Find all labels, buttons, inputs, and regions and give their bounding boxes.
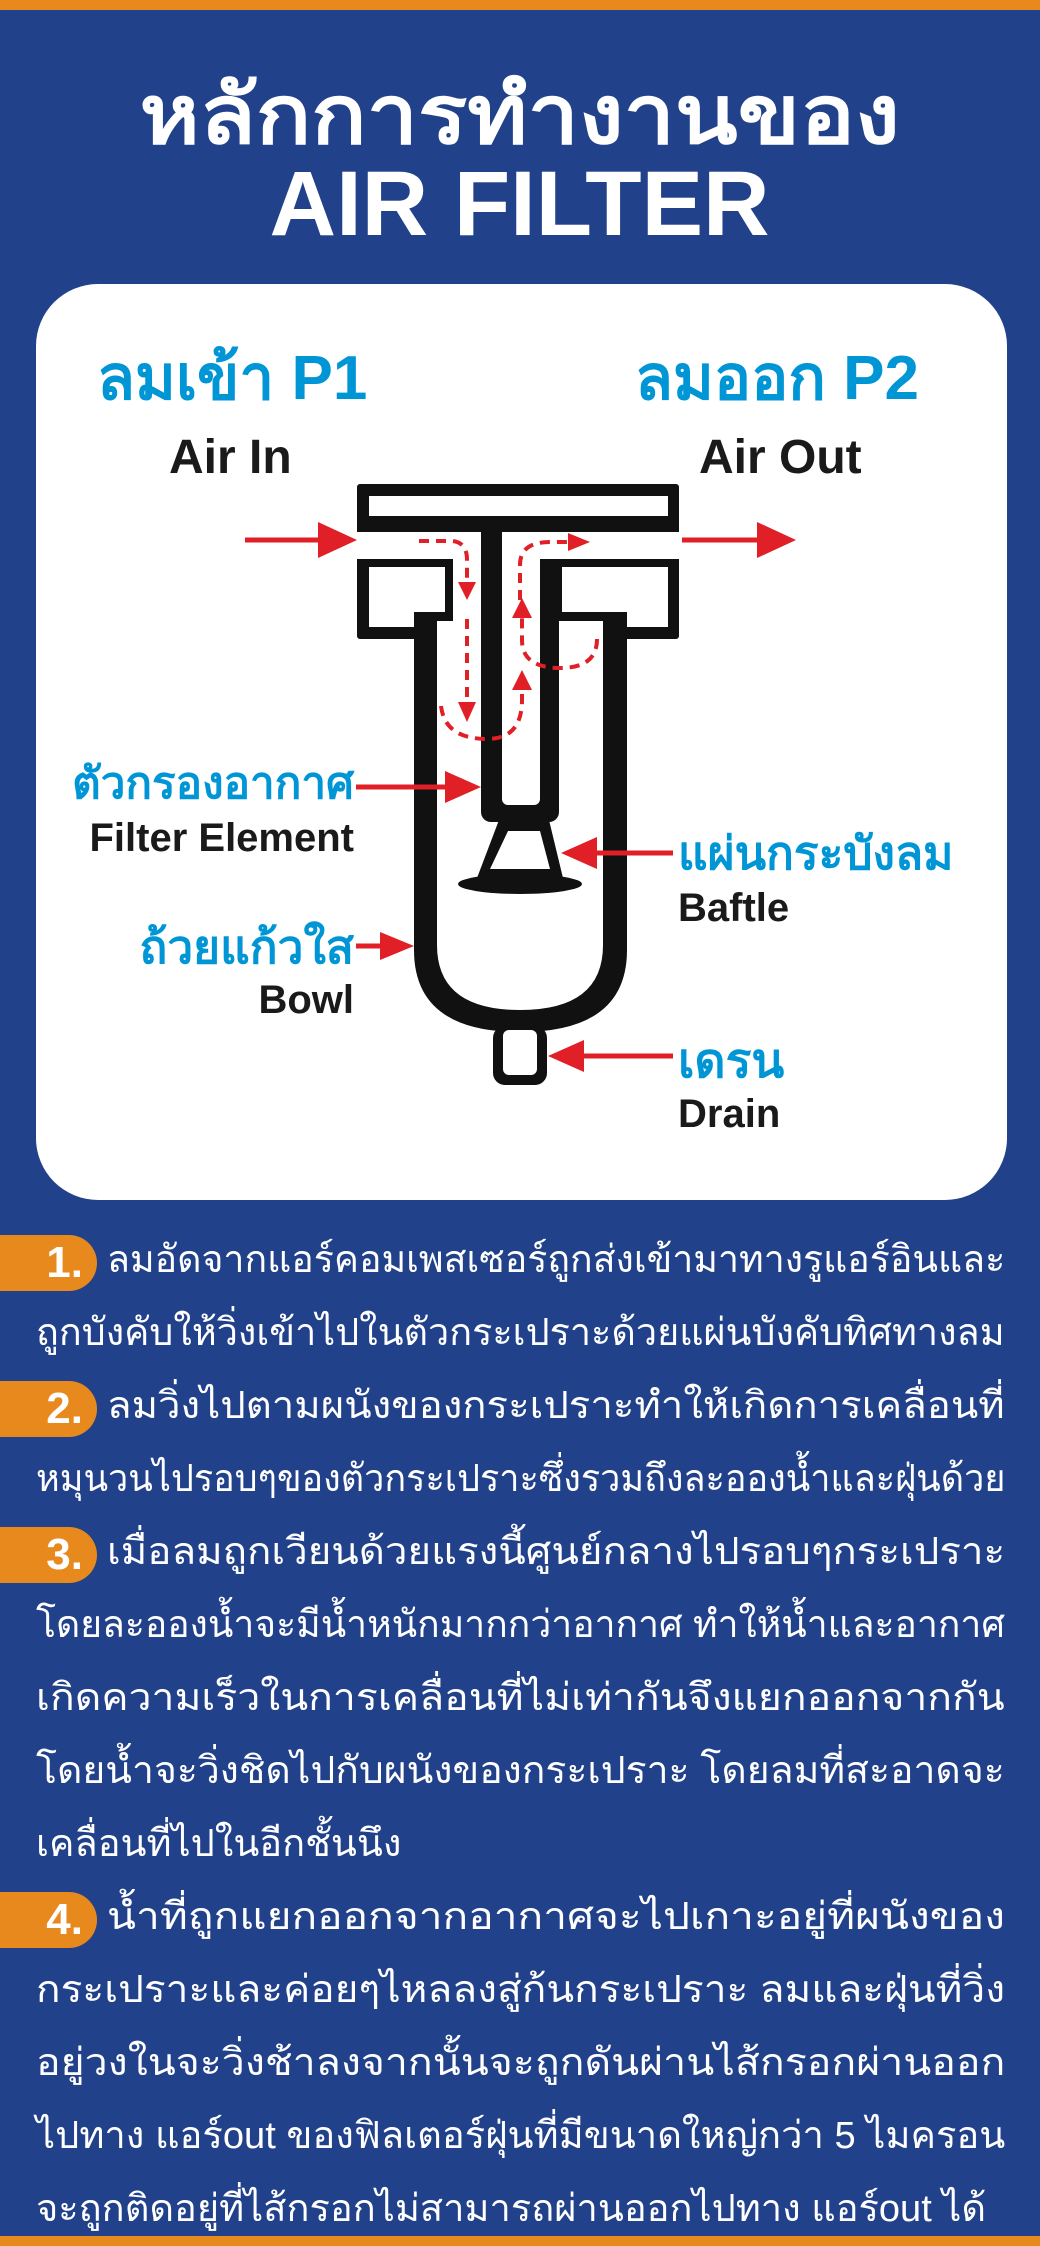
top-accent-bar: [0, 0, 1040, 10]
filter-element-label-th: ตัวกรองอากาศ: [72, 759, 354, 808]
drain-label-en: Drain: [678, 1092, 781, 1136]
step-number-badge: 3.: [0, 1527, 97, 1583]
step-text-line: ถูกบังคับให้วิ่งเข้าไปในตัวกระเปราะด้วยแ…: [36, 1312, 1005, 1354]
step-text-line: กระเปราะและค่อยๆไหลลงสู่ก้นกระเปราะ ลมแล…: [36, 1969, 1006, 2011]
step-text-line: ไปทาง แอร์out ของฟิลเตอร์ฝุ่นที่มีขนาดให…: [36, 2115, 1006, 2157]
drain-label-th: เดรน: [678, 1035, 785, 1088]
step-text-line: อยู่วงในจะวิ่งช้าลงจากนั้นจะถูกดันผ่านไส…: [36, 2042, 1006, 2084]
page-title-thai: หลักการทำงานของ: [139, 70, 901, 161]
step-text-line: ลมวิ่งไปตามผนังของกระเปราะทำให้เกิดการเค…: [107, 1385, 1005, 1427]
baffle-label-th: แผ่นกระบังลม: [678, 827, 954, 879]
step-text-line: เกิดความเร็วในการเคลื่อนที่ไม่เท่ากันจึง…: [36, 1677, 1005, 1719]
step-text-line: หมุนวนไปรอบๆของตัวกระเปราะซึ่งรวมถึงละออ…: [36, 1458, 1006, 1500]
step-text-line: จะถูกติดอยู่ที่ไส้กรอกไม่สามารถผ่านออกไป…: [36, 2188, 987, 2230]
step-text-line: โดยละอองน้ำจะมีน้ำหนักมากกว่าอากาศ ทำให้…: [36, 1604, 1006, 1646]
air-in-label-th: ลมเข้า P1: [97, 344, 368, 413]
step-number-badge: 1.: [0, 1235, 97, 1291]
step-text-line: โดยน้ำจะวิ่งชิดไปกับผนังของกระเปราะ โดยล…: [36, 1750, 1005, 1792]
step-text-line: ลมอัดจากแอร์คอมเพสเซอร์ถูกส่งเข้ามาทางรู…: [107, 1239, 1006, 1281]
step-text-line: เคลื่อนที่ไปในอีกชั้นนึง: [36, 1823, 402, 1865]
bottom-accent-bar: [0, 2236, 1040, 2246]
air-in-label-en: Air In: [169, 431, 292, 484]
step-text-line: เมื่อลมถูกเวียนด้วยแรงนี้ศูนย์กลางไปรอบๆ…: [107, 1531, 1006, 1573]
bowl-label-th: ถ้วยแก้วใส: [139, 921, 354, 973]
step-number-badge: 2.: [0, 1381, 97, 1437]
diagram-card: [36, 284, 1007, 1200]
baffle-label-en: Baftle: [678, 886, 790, 930]
step-number-badge: 4.: [0, 1892, 97, 1948]
step-text-line: น้ำที่ถูกแยกออกจากอากาศจะไปเกาะอยู่ที่ผน…: [107, 1896, 1005, 1938]
air-out-label-en: Air Out: [699, 431, 862, 484]
air-out-label-th: ลมออก P2: [635, 344, 919, 413]
filter-element-label-en: Filter Element: [89, 816, 354, 860]
bowl-label-en: Bowl: [258, 978, 354, 1022]
page-title-english: AIR FILTER: [269, 153, 771, 255]
